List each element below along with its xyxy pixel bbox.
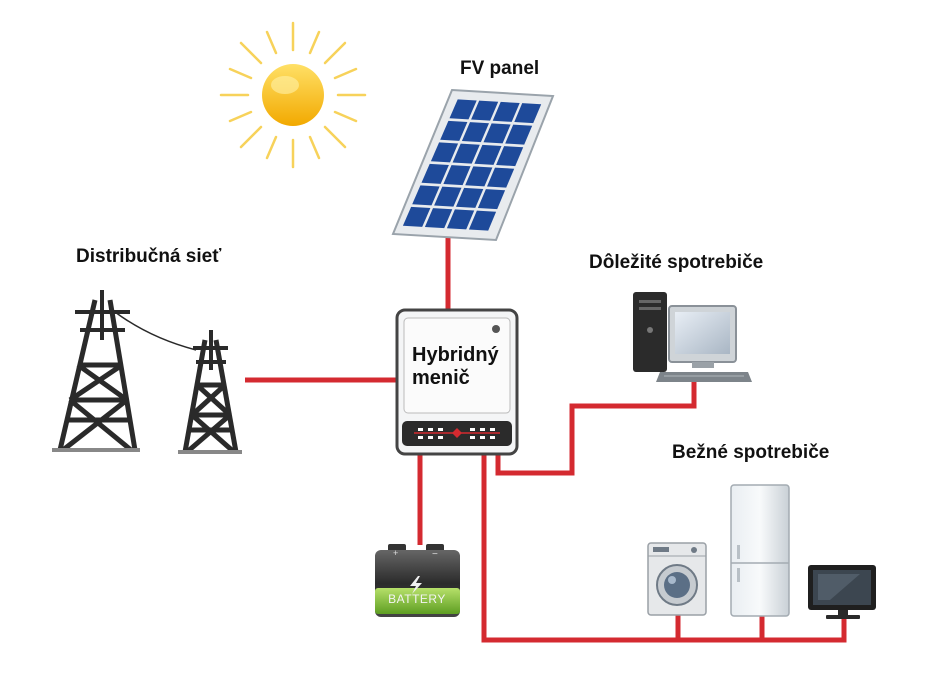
svg-text:+: + — [393, 548, 398, 558]
inverter-label: Hybridný menič — [412, 344, 499, 389]
sun-icon — [219, 21, 367, 169]
refrigerator-icon — [730, 484, 790, 617]
pv-panel-label: FV panel — [460, 58, 540, 79]
desktop-computer-icon — [633, 292, 752, 382]
solar-cell — [402, 206, 431, 227]
solar-cell — [477, 189, 506, 210]
solar-cell — [465, 166, 493, 187]
solar-cell — [434, 186, 462, 207]
wire-inverter-to-common-loads — [481, 452, 847, 643]
inverter-icon — [395, 308, 519, 456]
grid-label: Distribučná sieť — [76, 246, 222, 267]
solar-cell — [468, 210, 497, 231]
common-loads-label: Bežné spotrebiče — [672, 442, 830, 463]
solar-cell — [456, 187, 484, 208]
battery-label: BATTERY — [388, 592, 446, 606]
solar-panel-icon — [391, 88, 555, 242]
power-tower-icon — [52, 290, 242, 454]
solar-cell — [421, 163, 449, 184]
solar-cell — [474, 144, 502, 165]
solar-cell — [487, 167, 515, 188]
washing-machine-icon — [647, 542, 707, 616]
battery-icon: + − — [375, 544, 460, 617]
wiring — [245, 238, 847, 643]
solar-cell — [452, 143, 480, 164]
solar-cell — [446, 209, 475, 230]
solar-cell — [496, 146, 524, 167]
solar-cell — [424, 208, 453, 229]
solar-cell — [483, 123, 511, 144]
solar-cell — [443, 165, 471, 186]
solar-cell — [471, 100, 499, 121]
solar-cell — [440, 120, 468, 141]
monitor-icon — [808, 565, 876, 619]
solar-cell — [461, 122, 489, 143]
solar-cell — [430, 142, 459, 163]
solar-cell — [514, 103, 542, 124]
wire-inverter-to-important-loads — [495, 380, 697, 476]
important-loads-label: Dôležité spotrebiče — [589, 252, 764, 273]
solar-cell — [492, 101, 520, 122]
solar-cell — [449, 99, 477, 120]
solar-cell — [505, 124, 533, 145]
svg-text:−: − — [432, 549, 438, 560]
solar-cell — [412, 185, 440, 206]
